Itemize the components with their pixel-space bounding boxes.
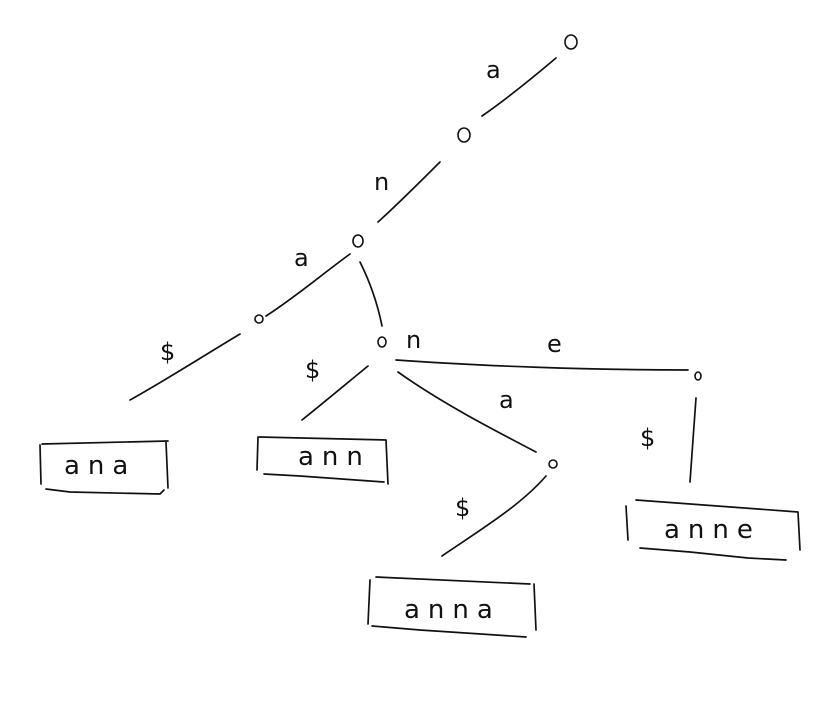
node-anna [548, 459, 558, 469]
edge-label-n-branch: n [406, 326, 421, 354]
edge-label-dollar-anna: $ [455, 494, 470, 522]
leaf-box-ann [256, 436, 389, 485]
edge-n-branch-to-ann-leaf [301, 365, 369, 421]
edge-label-dollar-anne: $ [640, 424, 655, 452]
node-a [457, 127, 471, 143]
edge-labels: a n a $ n $ a e $ $ [160, 56, 655, 522]
edge-n-branch-to-anna-node [397, 371, 537, 453]
trie-nodes [254, 34, 702, 469]
edge-a-branch-to-ana-leaf [129, 333, 241, 401]
leaf-boxes: ana ann anna anne [39, 436, 801, 638]
leaf-box-ana [39, 440, 169, 495]
leaf-box-anne [625, 499, 801, 561]
leaf-label-ana: ana [64, 451, 136, 481]
leaf-label-anne: anne [664, 515, 761, 545]
edge-label-e: e [547, 330, 562, 358]
leaf-ana: ana [39, 440, 169, 495]
edge-n-branch-to-anne-node [395, 359, 689, 371]
node-ana [254, 314, 264, 324]
edge-anne-node-to-anne-leaf [689, 397, 697, 483]
edge-root-to-a-node [481, 57, 557, 117]
trie-edges [129, 57, 697, 557]
node-ann [377, 336, 387, 348]
root-node [564, 34, 578, 50]
node-an [352, 234, 364, 248]
edge-label-n: n [374, 168, 389, 196]
edge-label-a-root: a [486, 56, 501, 84]
edge-label-a-to-anna: a [499, 386, 514, 414]
edge-n-node-to-a-branch-node [265, 253, 351, 317]
edge-anna-node-to-anna-leaf [441, 475, 547, 557]
leaf-box-anna [367, 576, 537, 638]
leaf-anne: anne [625, 499, 801, 561]
leaf-label-anna: anna [404, 595, 501, 625]
edge-label-dollar-ann: $ [305, 356, 320, 384]
edge-label-dollar-ana: $ [160, 338, 175, 366]
leaf-label-ann: ann [298, 442, 371, 472]
leaf-anna: anna [367, 576, 537, 638]
leaf-ann: ann [256, 436, 389, 485]
edge-a-node-to-n-node [377, 161, 441, 223]
node-anne [694, 371, 702, 381]
edge-label-a-to-ana: a [294, 244, 309, 272]
edge-n-node-to-n-branch-node [359, 261, 383, 327]
